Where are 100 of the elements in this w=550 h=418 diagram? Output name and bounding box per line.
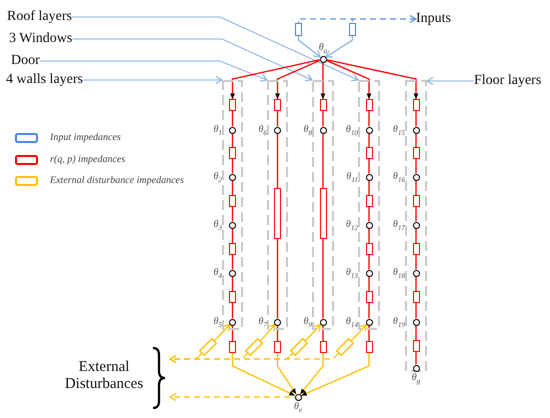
wire [232, 180, 234, 195]
resistor-symbol [336, 338, 354, 356]
leader-line [426, 76, 474, 86]
node-label: θ$_{7}$ [258, 316, 267, 329]
node-label: θ$_{4}$ [213, 266, 222, 280]
arrow [300, 353, 370, 396]
resistor-symbol [229, 147, 236, 159]
wire [368, 303, 370, 318]
resistor-symbol [366, 341, 372, 353]
node-label: θ$_{16}$ [392, 170, 405, 184]
node-label: θ$_{a}$ [318, 42, 328, 56]
wire [276, 239, 278, 318]
wire [415, 352, 417, 364]
callout-label: 3 Windows [9, 31, 72, 47]
resistor-symbol [290, 338, 308, 356]
wire [415, 180, 417, 195]
resistor-symbol [366, 99, 372, 111]
wire [368, 134, 370, 147]
node-label: θ$_{1}$ [213, 124, 222, 137]
arrow [326, 60, 372, 99]
wire [415, 134, 417, 147]
resistor-symbol [366, 243, 372, 255]
arrow [354, 324, 368, 338]
wire [232, 326, 234, 341]
callout-label: Inputs [416, 11, 451, 27]
node-label: θ$_{17}$ [392, 218, 405, 232]
resistor-symbol [366, 291, 372, 303]
resistor-symbol [320, 99, 326, 111]
wire [368, 180, 370, 195]
wire [415, 276, 417, 291]
callout-label: Roof layers [7, 9, 72, 25]
arrow [300, 353, 324, 395]
resistor-symbol [229, 291, 236, 303]
wire [276, 326, 278, 341]
wire [322, 239, 324, 318]
leader-line [82, 76, 223, 84]
wire [368, 276, 370, 291]
wire [232, 134, 234, 147]
resistor-symbol [274, 341, 281, 353]
wire [415, 303, 417, 318]
resistor-symbol [229, 341, 236, 353]
wire [232, 228, 234, 243]
wire [232, 111, 234, 126]
wire [415, 326, 417, 340]
resistor-symbol [199, 338, 217, 356]
node-label: θ$_{9}$ [303, 316, 312, 329]
node-label: θ$_{14}$ [346, 316, 358, 329]
wire [368, 228, 370, 243]
wire [232, 303, 234, 318]
legend-label: Input impedances [50, 132, 121, 144]
wire [415, 111, 417, 126]
wire [232, 255, 234, 270]
resistor-symbol [412, 291, 420, 303]
legend-label: r(q, p) impedances [50, 154, 126, 166]
arrow [325, 36, 354, 58]
wire [415, 228, 417, 243]
wire [368, 111, 370, 126]
arrow [262, 324, 276, 338]
callout-label: 4 walls layers [6, 72, 83, 88]
wire [322, 134, 324, 188]
resistor-symbol [274, 99, 281, 111]
arrow [276, 353, 297, 394]
leader-line [71, 16, 359, 82]
arrow [320, 62, 326, 99]
arrow [216, 324, 231, 338]
wire [232, 207, 234, 222]
resistor-symbol [320, 188, 326, 239]
wire [368, 326, 370, 341]
wire [322, 326, 324, 341]
resistor-symbol [274, 188, 281, 239]
wire [368, 255, 370, 270]
resistor-symbol [412, 147, 420, 159]
arrow [275, 60, 320, 99]
callout-label: External Disturbances [64, 359, 144, 393]
node-label: θ$_{10}$ [346, 124, 358, 137]
wire [276, 111, 278, 126]
resistor-symbol [245, 338, 263, 356]
resistor-symbol [229, 99, 236, 111]
arrow [232, 353, 296, 396]
arrow [326, 59, 418, 99]
node-label: θ$_{19}$ [392, 316, 405, 329]
node-label: θ$_{5}$ [213, 316, 222, 329]
resistor-symbol [295, 23, 302, 36]
leader-line [72, 38, 313, 82]
callout-label: Floor layers [474, 73, 542, 89]
wire [276, 134, 278, 188]
node-label: θ$_{18}$ [392, 266, 405, 280]
wire [322, 111, 324, 126]
callout-label: Door [11, 53, 40, 69]
node-label: θ$_{e}$ [294, 400, 302, 414]
wire [415, 255, 417, 270]
resistor-symbol [349, 23, 356, 36]
legend-label: External disturbance impedances [50, 175, 184, 187]
resistor-symbol [229, 195, 236, 207]
resistor-symbol [366, 195, 372, 207]
arrow [308, 324, 322, 338]
wire [368, 207, 370, 222]
arrow [230, 59, 320, 99]
wire [368, 159, 370, 174]
leader-line [39, 60, 268, 82]
